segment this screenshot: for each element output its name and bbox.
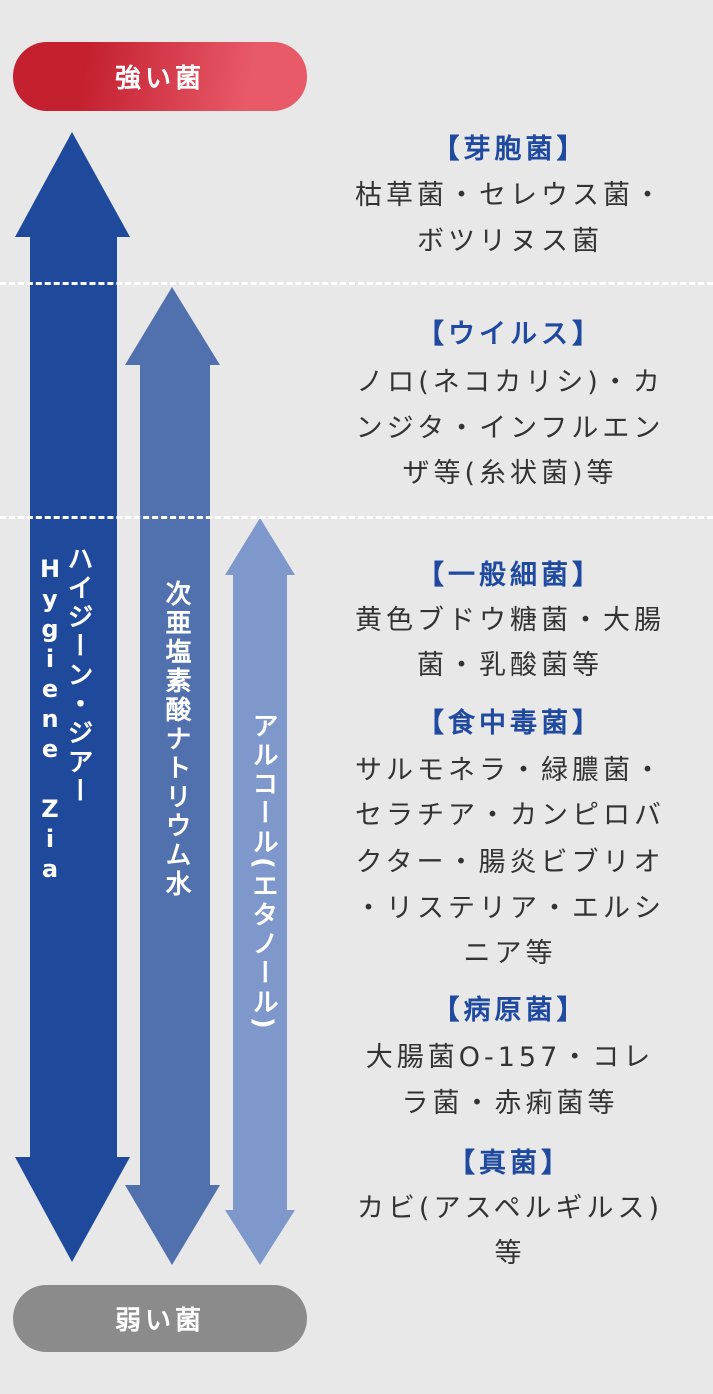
group-line: クター・腸炎ビブリオ xyxy=(355,847,665,878)
group-line: ンジタ・インフルエン xyxy=(355,413,665,444)
group-line: 菌・乳酸菌等 xyxy=(417,650,603,681)
alcohol-arrow xyxy=(225,518,295,1265)
group-line: 大腸菌O‐157・コレ xyxy=(365,1042,655,1073)
group-title-food-poisoning: 【食中毒菌】 xyxy=(417,708,603,739)
hygiene-zia-label-en: Hygiene Zia xyxy=(36,555,64,885)
divider xyxy=(0,282,713,285)
group-title-general: 【一般細菌】 xyxy=(417,560,603,591)
hypochlorous-label: 次亜塩素酸ナトリウム水 xyxy=(161,580,191,899)
group-title-fungi: 【真菌】 xyxy=(448,1148,572,1179)
group-line: ラ菌・赤痢菌等 xyxy=(401,1088,619,1119)
weak-bacteria-label: 弱い菌 xyxy=(13,1285,307,1352)
group-line: 黄色ブドウ糖菌・大腸 xyxy=(355,605,665,636)
hygiene-zia-arrow xyxy=(15,132,130,1262)
group-title-pathogen: 【病原菌】 xyxy=(432,995,588,1026)
group-line: ・リステリア・エルシ xyxy=(355,893,665,924)
group-line: ボツリヌス菌 xyxy=(417,226,603,257)
group-line: ザ等(糸状菌)等 xyxy=(402,458,618,489)
group-title-spore: 【芽胞菌】 xyxy=(432,134,588,165)
hypochlorous-arrow xyxy=(125,287,220,1265)
group-line: 等 xyxy=(494,1238,526,1269)
alcohol-label: アルコール(エタノール) xyxy=(248,712,278,1032)
divider xyxy=(0,516,713,519)
group-line: サルモネラ・緑膿菌・ xyxy=(355,755,665,786)
group-line: セラチア・カンピロバ xyxy=(355,800,665,831)
group-line: ニア等 xyxy=(463,938,557,969)
group-line: 枯草菌・セレウス菌・ xyxy=(355,180,665,211)
group-line: カビ(アスペルギルス) xyxy=(356,1193,664,1224)
group-line: ノロ(ネコカリシ)・カ xyxy=(356,367,664,398)
group-title-virus: 【ウイルス】 xyxy=(417,319,603,350)
hygiene-zia-label: ハイジーン・ジアー xyxy=(63,545,93,806)
strong-bacteria-label: 強い菌 xyxy=(13,42,307,111)
